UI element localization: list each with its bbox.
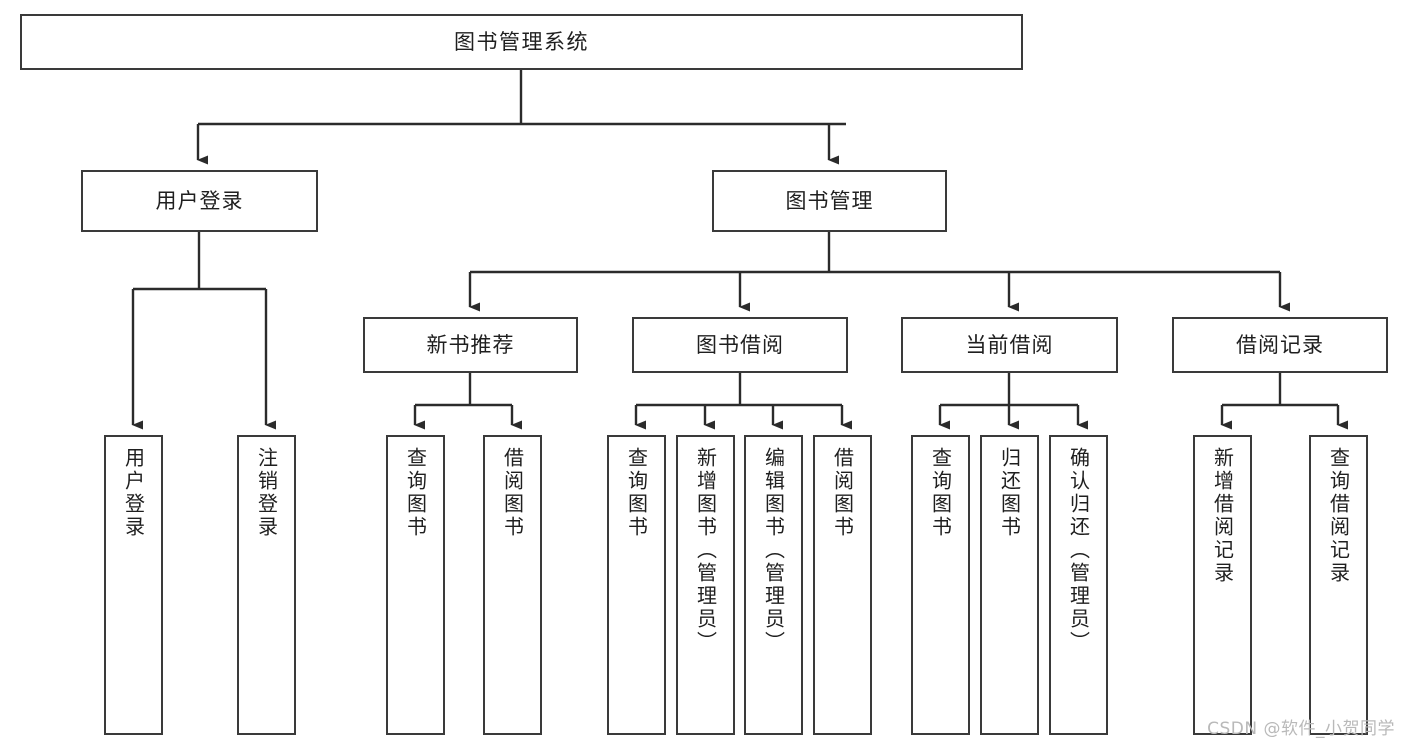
node-leaf-borrow-book-1[interactable]: 借阅图书 [483,435,542,735]
node-leaf-user-logout-label: 注销登录 [254,447,279,539]
node-leaf-edit-book[interactable]: 编辑图书（管理员） [744,435,803,735]
node-leaf-query-book-3-label: 查询图书 [928,447,953,539]
node-leaf-query-book-1[interactable]: 查询图书 [386,435,445,735]
node-leaf-confirm-return-label: 确认归还（管理员） [1066,447,1091,654]
node-leaf-add-record[interactable]: 新增借阅记录 [1193,435,1252,735]
node-leaf-query-record-label: 查询借阅记录 [1326,447,1351,585]
node-current-borrow[interactable]: 当前借阅 [901,317,1118,373]
node-leaf-borrow-book-2[interactable]: 借阅图书 [813,435,872,735]
node-leaf-confirm-return[interactable]: 确认归还（管理员） [1049,435,1108,735]
node-leaf-query-book-3[interactable]: 查询图书 [911,435,970,735]
node-user-login-label: 用户登录 [155,188,244,213]
node-leaf-user-logout[interactable]: 注销登录 [237,435,296,735]
node-user-login[interactable]: 用户登录 [81,170,318,232]
node-leaf-add-record-label: 新增借阅记录 [1210,447,1235,585]
node-leaf-borrow-book-1-label: 借阅图书 [500,447,525,539]
node-borrow-record[interactable]: 借阅记录 [1172,317,1388,373]
node-leaf-query-record[interactable]: 查询借阅记录 [1309,435,1368,735]
node-book-borrow[interactable]: 图书借阅 [632,317,848,373]
node-leaf-add-book[interactable]: 新增图书（管理员） [676,435,735,735]
node-book-manage-label: 图书管理 [785,188,874,213]
node-book-borrow-label: 图书借阅 [696,332,784,357]
node-book-manage[interactable]: 图书管理 [712,170,947,232]
node-new-book-recommend-label: 新书推荐 [426,332,515,357]
node-leaf-edit-book-label: 编辑图书（管理员） [761,447,786,654]
node-root-label: 图书管理系统 [454,29,589,54]
node-leaf-borrow-book-2-label: 借阅图书 [830,447,855,539]
node-leaf-query-book-2[interactable]: 查询图书 [607,435,666,735]
node-current-borrow-label: 当前借阅 [965,332,1054,357]
node-leaf-return-book-label: 归还图书 [997,447,1022,539]
node-leaf-query-book-1-label: 查询图书 [403,447,428,539]
node-leaf-add-book-label: 新增图书（管理员） [693,447,718,654]
node-new-book-recommend[interactable]: 新书推荐 [363,317,578,373]
node-root[interactable]: 图书管理系统 [20,14,1023,70]
node-leaf-user-login-label: 用户登录 [121,447,146,539]
node-leaf-query-book-2-label: 查询图书 [624,447,649,539]
node-leaf-user-login[interactable]: 用户登录 [104,435,163,735]
watermark: CSDN @软件_小贺同学 [1207,719,1395,739]
node-leaf-return-book[interactable]: 归还图书 [980,435,1039,735]
node-borrow-record-label: 借阅记录 [1236,332,1324,357]
